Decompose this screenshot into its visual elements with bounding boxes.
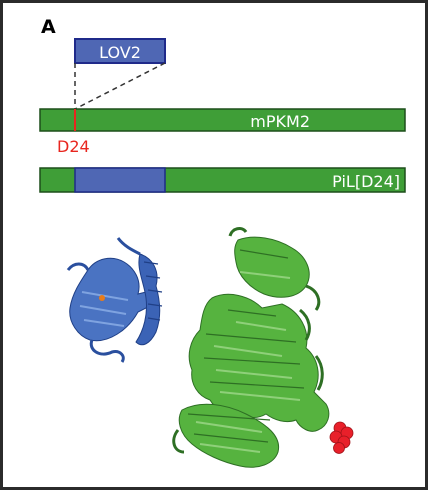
- lov2-label: LOV2: [99, 43, 141, 62]
- d24-label: D24: [57, 137, 90, 156]
- fusion-lov2-segment: [74, 167, 166, 193]
- d24-sphere-marker-icon: [329, 421, 354, 454]
- insertion-guide-right: [74, 62, 166, 110]
- pkm2-ribbon-structure-icon: [172, 227, 330, 468]
- panel-label: A: [41, 16, 56, 38]
- mpkm2-bar: [39, 108, 406, 132]
- lov2-ribbon-structure-icon: [66, 237, 163, 363]
- lov2-domain-box: [74, 38, 166, 64]
- fusion-label: PiL[D24]: [332, 172, 400, 191]
- mpkm2-label: mPKM2: [250, 112, 310, 131]
